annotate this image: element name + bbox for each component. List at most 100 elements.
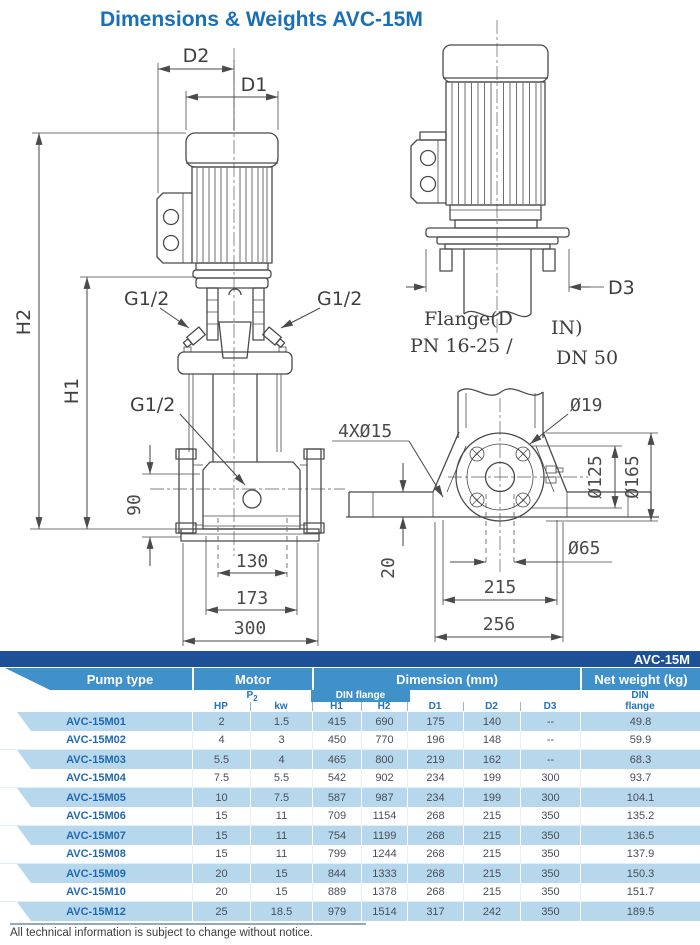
cell-d1: 234 — [407, 769, 463, 787]
cell-h2: 1378 — [361, 883, 407, 901]
dim-d2-label: D2 — [183, 45, 210, 67]
dim-130-label: 130 — [236, 551, 269, 572]
col-d1: D1 — [407, 701, 463, 712]
cell-h2: 800 — [361, 750, 407, 769]
cell-pump-type: AVC-15M05 — [66, 791, 126, 804]
cell-pump-type: AVC-15M09 — [66, 867, 126, 880]
cell-h1: 465 — [312, 750, 361, 769]
table-header-row: Pump type Motor Dimension (mm) Net weigh… — [5, 668, 700, 690]
cell-hp: 20 — [192, 883, 250, 901]
cell-d3: -- — [520, 712, 580, 731]
cell-kw: 7.5 — [250, 788, 312, 807]
col-h1: H1 — [312, 701, 361, 712]
cell-h2: 902 — [361, 769, 407, 787]
col-flange: flange — [625, 701, 655, 712]
port-g12-left-label: G1/2 — [124, 288, 169, 310]
cell-kw: 15 — [250, 883, 312, 901]
column-labels: HP kw H1 H2 D1 D2 D3 flange — [0, 701, 700, 712]
spec-table: AVC-15M Pump type Motor Dimension (mm) N… — [0, 651, 700, 921]
table-subheader: P2 DIN flange DIN HP kw H1 H2 D1 D2 D3 f… — [0, 690, 700, 712]
cell-pump-type: AVC-15M12 — [66, 905, 126, 918]
cell-d3: 350 — [520, 883, 580, 901]
table-row: AVC-15M08 15 11 799 1244 268 215 350 137… — [0, 845, 700, 864]
table-row: AVC-15M09 20 15 844 1333 268 215 350 150… — [17, 864, 700, 883]
cell-d2: 140 — [463, 712, 520, 731]
flange-note-line1: Flange(D — [424, 308, 513, 330]
cell-h1: 889 — [312, 883, 361, 901]
cell-d2: 215 — [463, 883, 520, 901]
cell-hp: 15 — [192, 807, 250, 825]
cell-hp: 10 — [192, 788, 250, 807]
cell-d1: 317 — [407, 902, 463, 921]
cell-hp: 7.5 — [192, 769, 250, 787]
cell-h1: 799 — [312, 845, 361, 863]
cell-h2: 987 — [361, 788, 407, 807]
subheader-p2: P2 — [246, 690, 258, 703]
cell-h2: 1199 — [361, 826, 407, 845]
front-view: D2 D1 H2 H1 90 130 173 — [13, 45, 362, 646]
cell-d3: -- — [520, 750, 580, 769]
dim-20-label: 20 — [378, 557, 399, 579]
col-kw: kw — [250, 701, 312, 712]
table-row: AVC-15M02 4 3 450 770 196 148 -- 59.9 — [0, 731, 700, 750]
cell-weight: 68.3 — [580, 750, 700, 769]
header-motor: Motor — [192, 668, 312, 690]
cell-h1: 754 — [312, 826, 361, 845]
cell-pump-type: AVC-15M03 — [66, 753, 126, 766]
cell-weight: 59.9 — [580, 731, 700, 749]
cell-pump-type: AVC-15M06 — [66, 810, 126, 822]
dim-300-label: 300 — [234, 618, 267, 639]
dim-d1-label: D1 — [241, 74, 268, 96]
cell-pump-type: AVC-15M01 — [66, 715, 126, 728]
cell-hp: 25 — [192, 902, 250, 921]
cell-hp: 2 — [192, 712, 250, 731]
flange-note-line1b: IN) — [551, 317, 583, 339]
cell-d1: 268 — [407, 883, 463, 901]
cell-pump-type: AVC-15M04 — [66, 772, 126, 784]
cell-kw: 11 — [250, 807, 312, 825]
dim-90-label: 90 — [124, 494, 145, 516]
cell-d1: 268 — [407, 826, 463, 845]
cell-hp: 20 — [192, 864, 250, 883]
cell-weight: 151.7 — [580, 883, 700, 901]
cell-pump-type: AVC-15M07 — [66, 829, 126, 842]
cell-h2: 770 — [361, 731, 407, 749]
cell-h1: 979 — [312, 902, 361, 921]
cell-hp: 5.5 — [192, 750, 250, 769]
cell-kw: 3 — [250, 731, 312, 749]
dim-dia165-label: Ø165 — [622, 455, 643, 498]
col-d2: D2 — [463, 701, 520, 712]
cell-d3: 350 — [520, 902, 580, 921]
page-title: Dimensions & Weights AVC-15M — [100, 8, 423, 31]
cell-d3: -- — [520, 731, 580, 749]
cell-weight: 49.8 — [580, 712, 700, 731]
dim-173-label: 173 — [236, 588, 269, 609]
pump-dimension-drawing: D2 D1 H2 H1 90 130 173 — [13, 20, 659, 646]
flange-note-line2b: DN 50 — [556, 347, 618, 369]
cell-d1: 234 — [407, 788, 463, 807]
cell-hp: 4 — [192, 731, 250, 749]
cell-d3: 350 — [520, 864, 580, 883]
flange-note-line2: PN 16-25 / — [410, 335, 513, 357]
series-label: AVC-15M — [633, 652, 690, 667]
dim-h1-label: H1 — [61, 378, 83, 404]
side-view: D3 Flange(D IN) PN 16-25 / DN 50 — [406, 20, 635, 369]
cell-d2: 242 — [463, 902, 520, 921]
cell-weight: 136.5 — [580, 826, 700, 845]
cell-weight: 137.9 — [580, 845, 700, 863]
cell-d3: 350 — [520, 807, 580, 825]
footer-divider — [10, 923, 366, 925]
cell-kw: 15 — [250, 864, 312, 883]
col-h2: H2 — [361, 701, 407, 712]
header-net-weight: Net weight (kg) — [580, 668, 700, 690]
cell-kw: 11 — [250, 826, 312, 845]
cell-pump-type: AVC-15M08 — [66, 848, 126, 860]
cell-d2: 162 — [463, 750, 520, 769]
cell-d2: 199 — [463, 769, 520, 787]
cell-h1: 415 — [312, 712, 361, 731]
cell-d1: 196 — [407, 731, 463, 749]
cell-weight: 150.3 — [580, 864, 700, 883]
dim-bolt-note-label: 4XØ15 — [338, 421, 392, 442]
header-pump-type: Pump type — [86, 671, 154, 687]
